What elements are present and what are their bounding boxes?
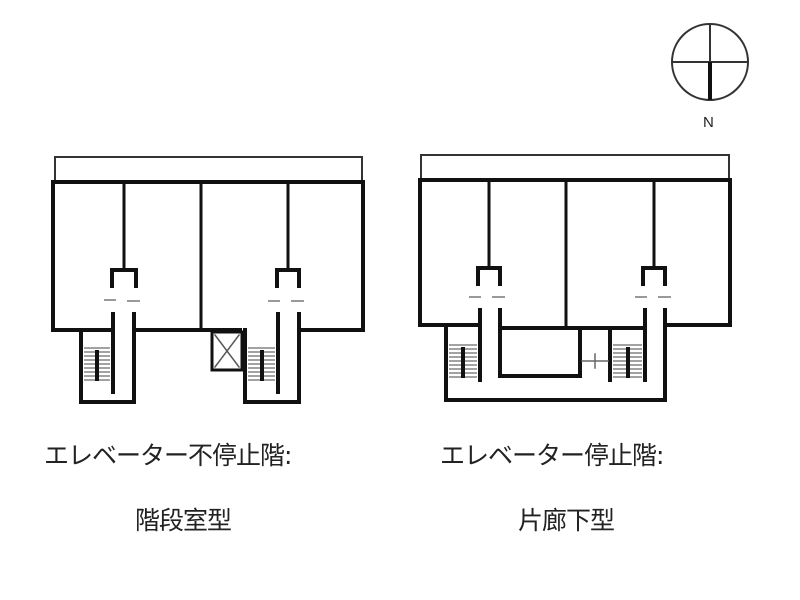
left-caption-line1: エレベーター不停止階: <box>44 441 292 470</box>
stair-icon <box>449 344 477 378</box>
plan-stairwell-type <box>51 156 365 404</box>
right-caption-line1: エレベーター停止階: <box>440 441 664 470</box>
right-caption-line2: 片廊下型 <box>518 506 615 535</box>
stair-icon <box>84 347 110 381</box>
stair-icon <box>248 347 275 381</box>
plan-single-loaded-corridor-type <box>418 154 732 402</box>
stair-icon <box>613 344 642 378</box>
left-caption-line2: 階段室型 <box>135 506 232 535</box>
compass-icon <box>671 23 749 101</box>
north-label: N <box>703 114 714 131</box>
